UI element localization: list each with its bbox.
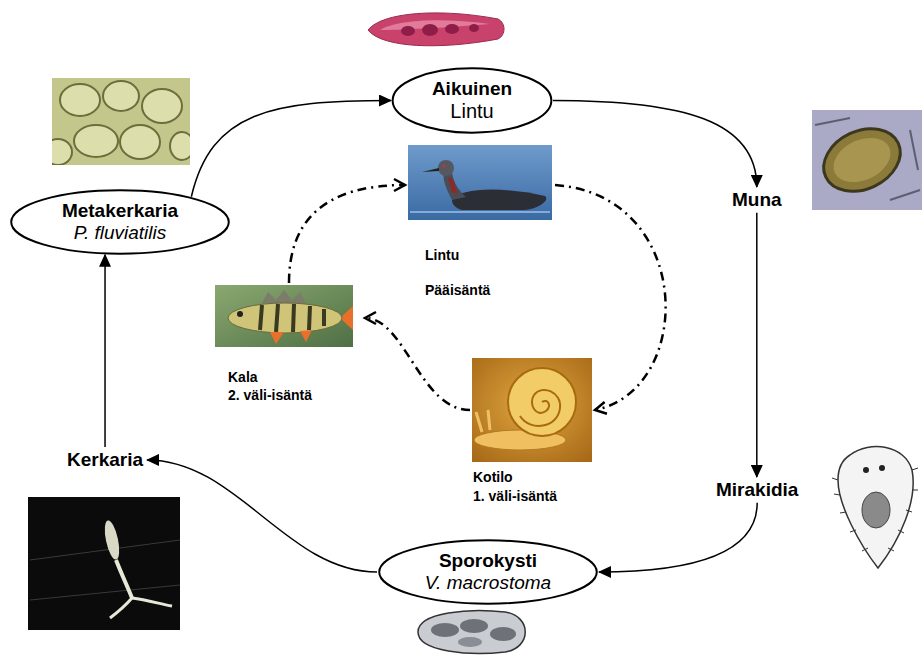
fluke-organ bbox=[401, 26, 415, 36]
tail-fork bbox=[110, 598, 172, 618]
egg-inner bbox=[826, 129, 897, 191]
node-title: Aikuinen bbox=[432, 78, 512, 100]
node-subtitle: Pääisäntä bbox=[425, 282, 490, 298]
node-title: Lintu bbox=[425, 247, 459, 263]
eyespot bbox=[863, 467, 869, 473]
node-title: Kotilo bbox=[473, 469, 513, 485]
photo-ground bbox=[812, 110, 922, 210]
cyst bbox=[74, 125, 118, 157]
cilia bbox=[832, 468, 918, 551]
cyst bbox=[142, 89, 182, 123]
water-ripple bbox=[410, 211, 550, 213]
cercaria-tail bbox=[116, 560, 132, 598]
stage-cycle-arrow bbox=[756, 213, 758, 477]
miracidium-drawing bbox=[832, 447, 918, 568]
node-title: Muna bbox=[732, 189, 782, 211]
stage-cycle-arrow bbox=[553, 101, 757, 188]
miracidium-body bbox=[838, 447, 913, 568]
ellipse-shape bbox=[393, 68, 552, 132]
photo-ground bbox=[408, 145, 552, 220]
fish-photo bbox=[215, 285, 353, 347]
cyst bbox=[52, 139, 72, 165]
node-title: Sporokysti bbox=[439, 550, 537, 572]
node-title: Mirakidia bbox=[716, 479, 798, 501]
node-title: Kala bbox=[228, 369, 258, 385]
stage-ellipse: MetakerkariaP. fluviatilis bbox=[9, 189, 231, 255]
adult-fluke-picture bbox=[368, 13, 504, 46]
host-cycle-arrow bbox=[289, 185, 405, 283]
stage-ellipse: AikuinenLintu bbox=[391, 67, 553, 134]
stage-label: Muna bbox=[728, 187, 786, 213]
snail-shell bbox=[508, 368, 576, 436]
germ-ball bbox=[458, 637, 482, 647]
stage-ellipse: SporokystiV. macrostoma bbox=[377, 539, 599, 605]
fluke-organ bbox=[445, 24, 459, 34]
host-cycle-arrow bbox=[555, 185, 666, 410]
stage-cycle-arrow bbox=[147, 460, 377, 572]
germ-cells bbox=[862, 492, 890, 528]
node-title: Metakerkaria bbox=[62, 200, 178, 222]
stage-cycle-arrow bbox=[599, 503, 757, 572]
node-subtitle: 2. väli-isäntä bbox=[228, 387, 312, 403]
sporocyst-body bbox=[418, 611, 525, 654]
host-cycle-arrow bbox=[365, 318, 470, 410]
ellipse-shape bbox=[11, 190, 229, 253]
photo-ground bbox=[215, 285, 353, 347]
photo-ground bbox=[28, 497, 180, 630]
germ-ball bbox=[460, 619, 488, 633]
host-node: Kotilo 1. väli-isäntä bbox=[470, 356, 595, 508]
bird-body bbox=[452, 190, 546, 210]
cyst bbox=[170, 132, 190, 160]
cyst bbox=[120, 125, 160, 159]
fluke-organ bbox=[422, 24, 438, 36]
node-subtitle: 1. väli-isäntä bbox=[473, 488, 557, 504]
metacercaria-photo bbox=[52, 78, 190, 165]
egg bbox=[813, 117, 910, 203]
node-subtitle: Lintu bbox=[450, 100, 493, 123]
background-streak bbox=[30, 540, 180, 600]
stage-cycle-arrow bbox=[191, 101, 391, 197]
snail-photo bbox=[472, 358, 592, 462]
ventral-fins bbox=[270, 330, 312, 344]
germ-ball bbox=[490, 627, 516, 641]
photo-ground bbox=[472, 358, 592, 462]
cyst bbox=[103, 81, 139, 111]
bird-beak bbox=[422, 168, 439, 172]
bird-eye bbox=[443, 165, 446, 168]
node-title: Kerkaria bbox=[67, 449, 143, 471]
sporocyst-drawing bbox=[418, 611, 525, 654]
host-node: LintuPääisäntä bbox=[405, 143, 555, 305]
germ-ball bbox=[431, 623, 459, 637]
cercaria-photo bbox=[28, 497, 180, 630]
bird-head bbox=[438, 160, 454, 176]
fluke-body bbox=[368, 13, 504, 46]
cyst bbox=[60, 84, 100, 116]
ellipse-shape bbox=[379, 540, 597, 603]
eyespot bbox=[879, 465, 885, 471]
fish-body bbox=[228, 303, 342, 333]
fluke-organ bbox=[469, 24, 479, 32]
red-throat bbox=[448, 178, 458, 194]
perch-stripes bbox=[260, 304, 324, 332]
stage-label: Kerkaria bbox=[63, 447, 147, 473]
bird-photo bbox=[408, 145, 552, 220]
node-subtitle: V. macrostoma bbox=[425, 572, 551, 594]
stage-cycle-arrow bbox=[104, 255, 106, 447]
stage-label: Mirakidia bbox=[712, 477, 802, 503]
host-node: Kala 2. väli-isäntä bbox=[213, 283, 365, 406]
snail-tentacles bbox=[476, 410, 490, 432]
fish-eye bbox=[237, 311, 243, 317]
dorsal-fin bbox=[262, 290, 306, 303]
egg-photo bbox=[812, 110, 922, 210]
cercaria-body bbox=[102, 519, 122, 561]
node-subtitle: P. fluviatilis bbox=[74, 222, 167, 244]
shell-spiral bbox=[520, 390, 560, 426]
